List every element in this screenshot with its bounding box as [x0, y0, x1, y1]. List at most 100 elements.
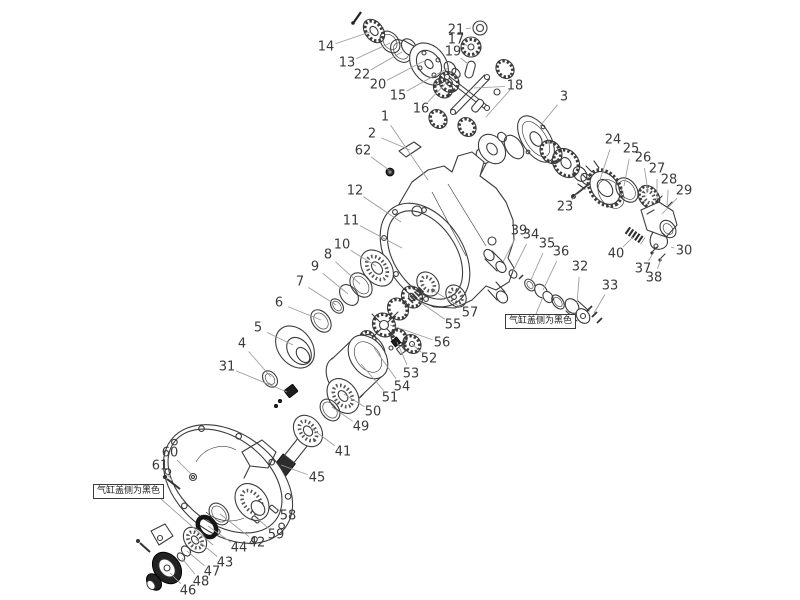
- part-label-5: 5: [253, 320, 263, 336]
- part-label-43: 43: [216, 555, 234, 571]
- leader-line: [460, 57, 469, 65]
- leader-line: [236, 370, 288, 393]
- leader-line: [266, 331, 294, 346]
- part-label-4: 4: [237, 336, 247, 352]
- part-label-33: 33: [601, 278, 619, 294]
- side-cover-group: [162, 424, 294, 544]
- leader-line: [386, 60, 425, 81]
- leader-line: [542, 260, 558, 291]
- part-label-54: 54: [393, 379, 411, 395]
- part-label-51: 51: [381, 390, 399, 406]
- leader-line: [411, 343, 422, 353]
- leader-line: [535, 296, 544, 315]
- leader-line: [529, 252, 544, 283]
- leader-line: [335, 261, 361, 285]
- leader-line: [350, 249, 377, 267]
- part-label-46: 46: [179, 583, 197, 599]
- part-label-2: 2: [367, 126, 377, 142]
- leader-line: [427, 80, 449, 103]
- part-label-44: 44: [230, 540, 248, 556]
- leader-line: [539, 104, 558, 127]
- part-label-23: 23: [556, 199, 574, 215]
- part-label-31: 31: [218, 359, 236, 375]
- part-label-56: 56: [433, 335, 451, 351]
- leader-line: [593, 294, 606, 314]
- part-label-1: 1: [380, 109, 390, 125]
- leader-line: [280, 464, 308, 476]
- leader-line: [464, 44, 469, 47]
- leader-line: [275, 507, 280, 511]
- part-label-11: 11: [342, 213, 360, 229]
- part-label-24: 24: [604, 132, 622, 148]
- leader-line: [485, 89, 511, 118]
- part-label-58: 58: [279, 508, 297, 524]
- leader-line: [176, 459, 193, 476]
- leader-line: [181, 557, 196, 575]
- leader-line: [160, 498, 214, 546]
- leader-line: [622, 236, 634, 248]
- part-label-50: 50: [364, 404, 382, 420]
- leader-line: [623, 158, 630, 187]
- part-label-30: 30: [675, 243, 693, 259]
- part-label-16: 16: [412, 101, 430, 117]
- input-flange-group: [351, 11, 461, 94]
- part-label-38: 38: [645, 270, 663, 286]
- leader-line: [644, 167, 649, 193]
- leader-line: [502, 239, 515, 263]
- leader-line: [360, 363, 384, 391]
- leader-line: [670, 246, 675, 249]
- part-label-53: 53: [402, 366, 420, 382]
- part-label-25: 25: [622, 141, 640, 157]
- part-label-39: 39: [510, 223, 528, 239]
- leader-line: [335, 31, 371, 45]
- leader-line: [363, 196, 402, 223]
- part-label-61: 61: [151, 458, 169, 474]
- part-label-36: 36: [552, 244, 570, 260]
- leader-line: [661, 197, 678, 215]
- part-label-19: 19: [444, 44, 462, 60]
- leader-line: [186, 550, 205, 566]
- leader-line: [331, 406, 354, 422]
- leader-line: [370, 51, 403, 71]
- leader-line: [355, 42, 391, 60]
- output-flange-group: [136, 502, 230, 591]
- part-label-8: 8: [323, 247, 333, 263]
- leader-line: [257, 518, 269, 529]
- leader-line: [322, 273, 349, 295]
- part-label-3: 3: [559, 89, 569, 105]
- annotation-box-2: 气缸盖侧为黑色: [505, 314, 577, 329]
- leader-line: [396, 341, 408, 366]
- part-label-41: 41: [334, 444, 352, 460]
- part-label-9: 9: [310, 259, 320, 275]
- part-label-60: 60: [161, 445, 179, 461]
- leader-line: [169, 572, 182, 585]
- leader-line: [433, 290, 462, 309]
- leader-line: [195, 538, 218, 557]
- leader-line: [370, 156, 390, 171]
- leader-line: [657, 258, 662, 269]
- diff-lock-group: [539, 139, 678, 324]
- leader-line: [308, 287, 337, 306]
- leader-line: [599, 149, 611, 181]
- leader-line: [473, 86, 506, 89]
- differential-cluster-group: [319, 271, 440, 422]
- part-label-15: 15: [389, 88, 407, 104]
- leader-line: [390, 125, 429, 181]
- part-label-34: 34: [522, 227, 540, 243]
- leader-line: [406, 67, 449, 92]
- leader-line: [310, 427, 336, 447]
- part-label-21: 21: [447, 22, 465, 38]
- part-label-26: 26: [634, 150, 652, 166]
- part-label-52: 52: [420, 351, 438, 367]
- part-label-40: 40: [607, 246, 625, 262]
- part-label-32: 32: [571, 259, 589, 275]
- leader-line: [359, 225, 403, 249]
- part-label-49: 49: [352, 419, 370, 435]
- part-label-10: 10: [333, 237, 351, 253]
- part-label-48: 48: [192, 574, 210, 590]
- leader-line: [419, 301, 446, 320]
- part-label-20: 20: [369, 77, 387, 93]
- part-label-47: 47: [203, 564, 221, 580]
- drive-gear-group: [458, 115, 555, 196]
